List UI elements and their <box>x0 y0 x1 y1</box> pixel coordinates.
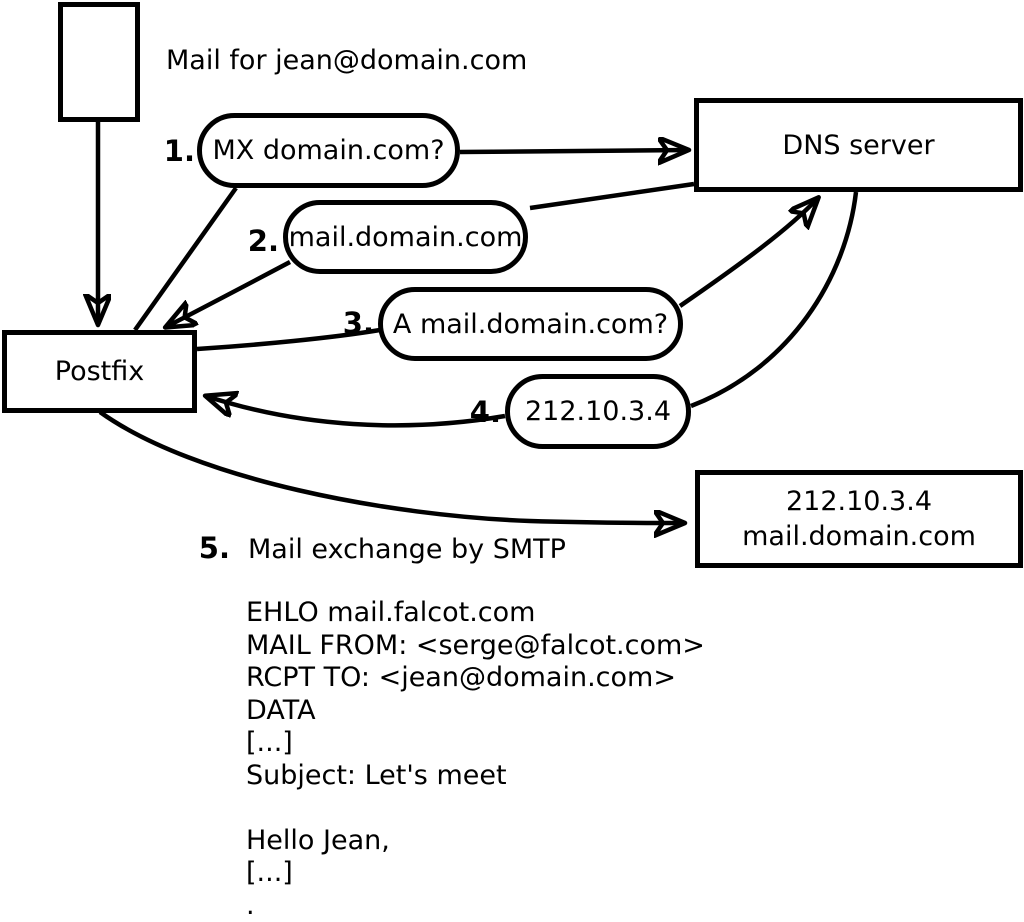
smtp-line: EHLO mail.falcot.com <box>246 597 705 630</box>
dns-server-node: DNS server <box>694 98 1023 192</box>
arrow-query1-to-dns <box>460 150 688 152</box>
dns-server-label: DNS server <box>782 128 934 163</box>
step5-label: Mail exchange by SMTP <box>248 534 566 565</box>
step5-caption: 5. Mail exchange by SMTP <box>182 531 566 565</box>
arrow-query3-to-dns <box>680 198 818 306</box>
query3-pill: A mail.domain.com? <box>378 287 683 361</box>
step-number-5: 5. <box>182 531 230 565</box>
smtp-line: Subject: Let's meet <box>246 760 705 793</box>
smtp-line: RCPT TO: <jean@domain.com> <box>246 662 705 695</box>
line-postfix-to-query1 <box>135 188 236 330</box>
query3-label: A mail.domain.com? <box>393 307 668 342</box>
answer4-label: 212.10.3.4 <box>525 394 671 429</box>
step-number-2: 2. <box>231 226 279 256</box>
smtp-session-block: EHLO mail.falcot.com MAIL FROM: <serge@f… <box>246 597 705 922</box>
step-number-1: 1. <box>147 136 195 166</box>
smtp-line: [...] <box>246 857 705 890</box>
query1-label: MX domain.com? <box>212 133 444 168</box>
smtp-line <box>246 792 705 825</box>
answer2-pill: mail.domain.com <box>283 200 528 274</box>
smtp-line: MAIL FROM: <serge@falcot.com> <box>246 630 705 663</box>
step-number-4: 4. <box>453 397 501 427</box>
answer4-pill: 212.10.3.4 <box>505 374 691 449</box>
line-dns-to-answer2 <box>530 184 694 208</box>
incoming-mail-box <box>58 2 140 122</box>
postfix-label: Postfix <box>55 354 144 389</box>
smtp-line: DATA <box>246 695 705 728</box>
arrow-answer2-to-postfix <box>166 262 290 327</box>
step-number-3: 3. <box>326 308 374 338</box>
mail-server-hostname: mail.domain.com <box>742 519 976 554</box>
line-dns-to-answer4 <box>691 192 856 406</box>
query1-pill: MX domain.com? <box>197 113 460 188</box>
mail-server-ip: 212.10.3.4 <box>786 484 932 519</box>
smtp-line: [...] <box>246 727 705 760</box>
smtp-line: Hello Jean, <box>246 825 705 858</box>
smtp-line: . <box>246 890 705 922</box>
answer2-label: mail.domain.com <box>289 220 523 255</box>
postfix-node: Postfix <box>2 330 197 413</box>
mail-server-node: 212.10.3.4 mail.domain.com <box>695 470 1023 568</box>
mail-note: Mail for jean@domain.com <box>166 45 527 76</box>
